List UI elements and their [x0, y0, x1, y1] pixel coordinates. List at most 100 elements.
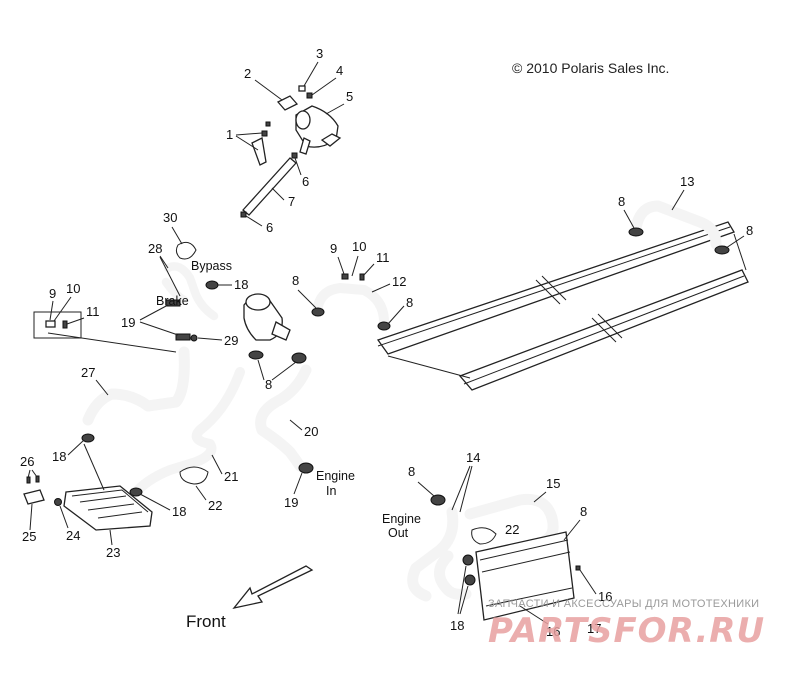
callout-8-thermo: 8	[265, 377, 272, 392]
hose-clamp-22b	[471, 527, 497, 545]
fitting-detail-box	[33, 311, 82, 339]
clamp-18-top	[205, 280, 219, 290]
callout-9a: 9	[49, 286, 56, 301]
heat-exchanger	[475, 531, 575, 621]
callouts-lower-right: 8 14 15 8 Engine Out 22 16 18 16 17	[382, 450, 612, 639]
cooling-tube-upper	[376, 221, 735, 355]
callout-11b: 11	[376, 250, 390, 265]
clamp-19-a	[165, 299, 181, 307]
label-brake: Brake	[156, 294, 189, 308]
fitting-9b	[341, 273, 349, 280]
label-engine-out-2: Out	[388, 526, 409, 540]
callout-10b: 10	[352, 239, 366, 254]
fitting-1b	[265, 121, 271, 127]
callout-30: 30	[163, 210, 177, 225]
clamp-8-f	[311, 307, 325, 317]
callout-8f: 8	[408, 464, 415, 479]
callout-8c: 8	[618, 194, 625, 209]
fitting-6b	[240, 211, 247, 218]
fitting-29	[190, 334, 198, 342]
coolant-reservoir-assembly	[240, 85, 342, 218]
clamp-8-b	[291, 352, 307, 364]
callout-9b: 9	[330, 241, 337, 256]
clamp-19-c	[298, 462, 314, 474]
callouts-upper-right: 9 10 11 8 12 8 8 13 8	[292, 174, 753, 325]
nut-24	[54, 498, 62, 506]
reservoir-outlet	[320, 133, 342, 147]
callout-27: 27	[81, 365, 95, 380]
hose-clamp-22a	[179, 466, 209, 485]
callouts-center: 27 8 20 18 21 22 18 Engine In 19	[52, 359, 355, 519]
callouts-lower-left: 26 25 24 23	[20, 454, 120, 560]
fitting-4	[306, 92, 313, 99]
callout-3: 3	[316, 46, 323, 61]
watermark-tagline: ЗАПЧАСТИ И АКСЕССУАРЫ ДЛЯ МОТОТЕХНИКИ	[488, 598, 759, 610]
callout-29: 29	[224, 333, 238, 348]
clamp-18-c	[129, 487, 143, 497]
callout-26: 26	[20, 454, 34, 469]
callout-6a: 6	[302, 174, 309, 189]
callout-25: 25	[22, 529, 36, 544]
callout-8g: 8	[580, 504, 587, 519]
callout-22a: 22	[208, 498, 222, 513]
callout-18a: 18	[234, 277, 248, 292]
callout-19a: 19	[121, 315, 135, 330]
clamp-8-d	[628, 227, 644, 237]
thermostat-housing	[243, 293, 307, 364]
callout-21: 21	[224, 469, 238, 484]
fitting-3	[298, 85, 306, 92]
callout-14: 14	[466, 450, 480, 465]
callout-2: 2	[244, 66, 251, 81]
callout-20: 20	[304, 424, 318, 439]
front-label: Front	[186, 612, 226, 631]
cooling-tubes	[311, 200, 749, 391]
copyright-text: © 2010 Polaris Sales Inc.	[512, 60, 669, 76]
reservoir-end	[295, 110, 311, 130]
engine-out-assembly	[407, 493, 581, 621]
callout-16a: 16	[598, 589, 612, 604]
callout-4: 4	[336, 63, 343, 78]
clamp-19-b	[175, 333, 191, 341]
heater-core-assembly	[23, 443, 153, 531]
clamp-18-b	[81, 433, 95, 443]
clamp-18-d	[462, 554, 474, 566]
screw-16a	[575, 565, 581, 571]
callout-12: 12	[392, 274, 406, 289]
hose-clamp-30	[175, 241, 197, 260]
callout-1: 1	[226, 127, 233, 142]
label-bypass: Bypass	[191, 259, 232, 273]
elbow-fitting	[251, 137, 267, 166]
callout-18d: 18	[450, 618, 464, 633]
callout-18c: 18	[172, 504, 186, 519]
thermostat-outlet	[271, 321, 291, 341]
hoses-center	[81, 346, 314, 497]
reservoir-cap-plate	[276, 95, 299, 111]
front-arrow	[232, 565, 314, 610]
label-engine-out-1: Engine	[382, 512, 421, 526]
callouts-top: 3 2 4 5 1 6 7 6	[226, 46, 353, 235]
fitting-11b	[359, 273, 365, 281]
fitting-11-detail	[62, 320, 68, 329]
callout-7: 7	[288, 194, 295, 209]
clamp-8-h	[430, 494, 446, 506]
clamp-8-a	[248, 350, 264, 360]
reservoir-neck	[299, 137, 311, 155]
clamp-8-e	[714, 245, 730, 255]
callout-8b: 8	[406, 295, 413, 310]
watermark-brand: PARTSFOR.RU	[488, 611, 765, 651]
front-direction-indicator: Front	[186, 565, 314, 631]
thermostat-cap	[245, 293, 271, 311]
callout-6b: 6	[266, 220, 273, 235]
fitting-6a	[291, 152, 298, 159]
callout-5: 5	[346, 89, 353, 104]
bracket-25	[23, 489, 45, 505]
screw-26b	[35, 475, 40, 483]
bypass-brake-hoses	[33, 241, 219, 353]
callout-19b: 19	[284, 495, 298, 510]
overflow-hose	[242, 157, 297, 216]
callouts-left-upper: 30 28 Bypass 18 Brake 19 29 9 10 11	[49, 210, 248, 348]
callout-10a: 10	[66, 281, 80, 296]
fitting-10-detail	[45, 320, 56, 328]
callout-24: 24	[66, 528, 80, 543]
